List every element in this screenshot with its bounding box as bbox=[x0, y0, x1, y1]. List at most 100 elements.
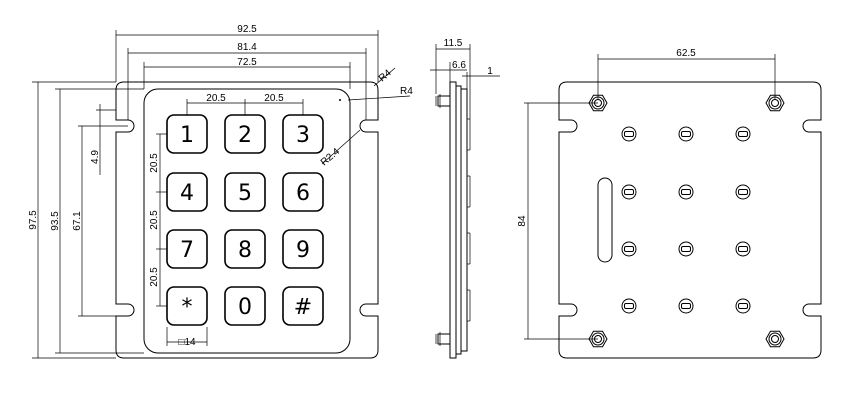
key-label: 5 bbox=[238, 181, 252, 206]
hole-ring bbox=[621, 298, 637, 314]
rear-slot bbox=[597, 177, 613, 263]
key-body bbox=[282, 229, 324, 269]
key-body bbox=[224, 286, 266, 326]
key-7: 7 bbox=[166, 229, 208, 269]
rear-studs bbox=[588, 94, 785, 348]
dim-corner-radius-keypad: R4 bbox=[400, 86, 413, 97]
hole-ring bbox=[621, 241, 637, 257]
key-6: 6 bbox=[282, 172, 324, 212]
front-key-size: □14 bbox=[166, 327, 208, 348]
hole-ring bbox=[678, 184, 694, 200]
dim-key-size: □14 bbox=[178, 337, 196, 348]
dim-key-pitch-x2: 20.5 bbox=[264, 93, 284, 104]
rear-hole bbox=[621, 126, 637, 142]
key-label: # bbox=[294, 295, 312, 320]
key-3: 3 bbox=[282, 114, 324, 154]
front-dot bbox=[339, 99, 341, 101]
key-2: 2 bbox=[224, 114, 266, 154]
hole-ring bbox=[678, 241, 694, 257]
key-body bbox=[224, 172, 266, 212]
rear-view: 62.5 84 bbox=[517, 48, 822, 359]
rear-hole bbox=[621, 298, 637, 314]
hole-slot bbox=[624, 189, 634, 195]
dim-total-depth: 11.5 bbox=[444, 38, 463, 49]
dim-keypad-height: 93.5 bbox=[50, 211, 61, 231]
side-view: 11.5 6.6 1 bbox=[430, 38, 500, 359]
key-label: 7 bbox=[180, 238, 194, 263]
rear-hole bbox=[621, 184, 637, 200]
key-5: 5 bbox=[224, 172, 266, 212]
hole-slot bbox=[624, 246, 634, 252]
hole-slot bbox=[738, 246, 748, 252]
hole-ring bbox=[678, 298, 694, 314]
hole-ring bbox=[735, 184, 751, 200]
hole-slot bbox=[681, 303, 691, 309]
hole-slot bbox=[681, 131, 691, 137]
rear-hole bbox=[678, 184, 694, 200]
dim-key-pitch-y1: 20.5 bbox=[149, 153, 160, 173]
hole-slot bbox=[681, 189, 691, 195]
dim-slot-pitch-height: 67.1 bbox=[72, 211, 83, 231]
rear-key-holes bbox=[621, 126, 751, 314]
dim-slot-offset: 4.9 bbox=[90, 150, 101, 164]
key-label: 2 bbox=[238, 123, 252, 148]
key-1: 1 bbox=[166, 114, 208, 154]
hole-slot bbox=[681, 246, 691, 252]
key-body bbox=[282, 172, 324, 212]
hole-slot bbox=[738, 303, 748, 309]
key-label: 9 bbox=[296, 238, 310, 263]
dim-key-pitch-x1: 20.5 bbox=[206, 93, 226, 104]
dim-keypad-width: 72.5 bbox=[237, 57, 257, 68]
dim-plate-thickness: 1 bbox=[487, 66, 493, 77]
key-label: 3 bbox=[296, 123, 310, 148]
stud-inner bbox=[771, 99, 779, 107]
hole-ring bbox=[735, 241, 751, 257]
hole-ring bbox=[621, 126, 637, 142]
hole-ring bbox=[621, 184, 637, 200]
hole-slot bbox=[624, 131, 634, 137]
dim-key-pitch-y2: 20.5 bbox=[149, 210, 160, 230]
side-stud-top bbox=[437, 95, 451, 107]
dim-overall-width: 92.5 bbox=[237, 24, 257, 35]
key-star: * bbox=[166, 286, 208, 326]
key-label: 1 bbox=[180, 123, 194, 148]
stud-nut bbox=[765, 330, 785, 348]
key-hash: # bbox=[282, 286, 324, 326]
stud-outer bbox=[768, 332, 782, 346]
key-8: 8 bbox=[224, 229, 266, 269]
dim-key-pitch-y3: 20.5 bbox=[149, 267, 160, 287]
rear-outer-plate bbox=[558, 81, 822, 359]
hole-ring bbox=[735, 126, 751, 142]
key-label: 4 bbox=[180, 181, 194, 206]
hole-ring bbox=[735, 298, 751, 314]
dim-stud-pitch-width: 62.5 bbox=[676, 48, 696, 59]
hole-slot bbox=[738, 189, 748, 195]
key-4: 4 bbox=[166, 172, 208, 212]
hole-slot bbox=[738, 131, 748, 137]
rear-hole bbox=[735, 298, 751, 314]
side-stud-bottom bbox=[437, 333, 451, 345]
key-0: 0 bbox=[224, 286, 266, 326]
front-keypad-face bbox=[143, 88, 351, 354]
rear-hole bbox=[621, 241, 637, 257]
dim-stud-pitch-height: 84 bbox=[517, 215, 528, 227]
front-top-dims: 92.5 81.4 72.5 20.5 20.5 bbox=[115, 24, 379, 120]
dim-overall-height: 97.5 bbox=[28, 210, 39, 230]
front-view: 1 2 3 4 5 6 7 8 9 * 0 # 92.5 81.4 72.5 20.5 20.5 bbox=[28, 24, 413, 359]
rear-hole bbox=[678, 241, 694, 257]
side-plate-back bbox=[449, 81, 457, 359]
rear-hole bbox=[735, 126, 751, 142]
stud bbox=[765, 330, 785, 348]
side-plate-front bbox=[460, 88, 468, 352]
key-label: * bbox=[182, 295, 193, 320]
hole-slot bbox=[624, 303, 634, 309]
dim-body-depth: 6.6 bbox=[452, 60, 466, 71]
front-outer-plate bbox=[115, 81, 379, 359]
key-label: 0 bbox=[238, 295, 252, 320]
front-keys: 1 2 3 4 5 6 7 8 9 * 0 # bbox=[166, 114, 324, 326]
rear-hole bbox=[678, 298, 694, 314]
key-9: 9 bbox=[282, 229, 324, 269]
rear-hole bbox=[678, 126, 694, 142]
key-label: 6 bbox=[296, 181, 310, 206]
